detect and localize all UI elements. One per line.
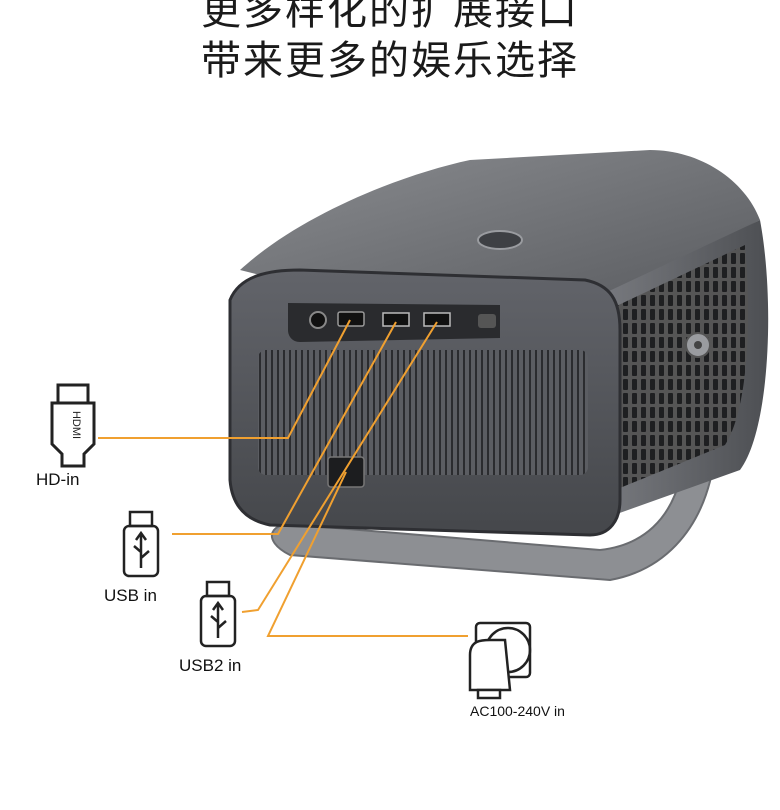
label-ac-in: AC100-240V in xyxy=(470,703,565,719)
audio-jack xyxy=(309,311,327,329)
usb-port-1 xyxy=(382,312,410,327)
connector-lines xyxy=(98,319,468,637)
side-grille xyxy=(608,245,749,490)
hdmi-icon xyxy=(50,383,96,468)
line-power xyxy=(266,471,468,637)
line-hdmi xyxy=(98,319,351,439)
power-plug-icon xyxy=(468,621,532,700)
hdmi-port xyxy=(337,311,365,327)
line-usb1 xyxy=(172,321,397,535)
label-usb-in: USB in xyxy=(104,586,157,605)
line-usb2 xyxy=(241,321,438,613)
usb-port-2 xyxy=(423,312,451,327)
dc-port-cover xyxy=(478,314,496,328)
projector-top xyxy=(240,150,760,300)
headline-line-1: 更多样化的扩展接口 xyxy=(201,0,579,34)
label-usb2-in: USB2 in xyxy=(179,656,242,675)
back-vent xyxy=(258,350,588,475)
usb-icon xyxy=(122,510,160,578)
usb-icon xyxy=(199,580,237,648)
label-hd-in: HD-in xyxy=(36,470,80,489)
hdmi-icon-text: HDMI xyxy=(70,411,82,439)
power-button xyxy=(477,230,523,250)
headline-line-2: 带来更多的娱乐选择 xyxy=(201,38,579,84)
